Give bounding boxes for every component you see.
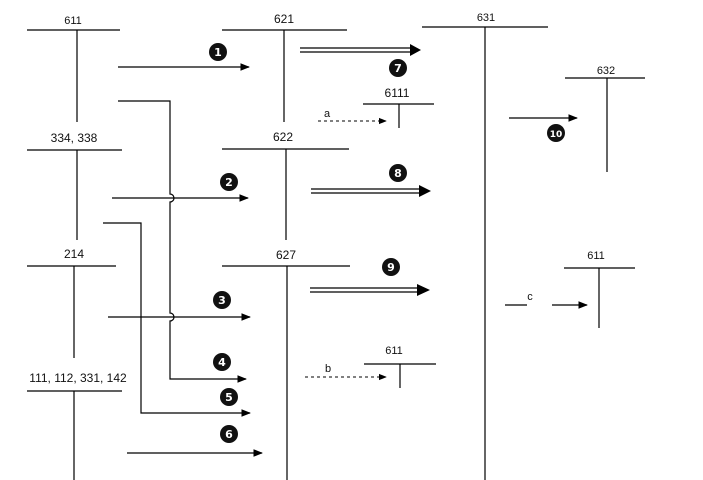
t-account-611-right: 611 <box>564 250 635 328</box>
adjustment-arrows: a b c <box>305 108 588 381</box>
step-badge-6: 6 <box>220 425 238 443</box>
account-label-611-right: 611 <box>587 250 605 262</box>
step-badges: 1 2 3 4 5 6 7 8 <box>209 43 565 443</box>
step-number-9: 9 <box>387 261 395 274</box>
step-badge-10: 10 <box>547 124 565 142</box>
step-number-5: 5 <box>225 391 233 404</box>
t-account-6111: 6111 <box>363 86 434 128</box>
arrow-step-7 <box>300 44 421 56</box>
step-number-1: 1 <box>214 46 222 59</box>
account-label-611-top: 611 <box>64 15 82 27</box>
letter-b: b <box>325 363 331 375</box>
step-badge-2: 2 <box>220 173 238 191</box>
t-account-334-338: 334, 338 <box>27 131 122 240</box>
account-label-611-bottom: 611 <box>385 345 403 357</box>
account-label-632: 632 <box>597 65 615 77</box>
arrow-step-5 <box>103 222 251 417</box>
step-badge-1: 1 <box>209 43 227 61</box>
account-label-334-338: 334, 338 <box>51 131 98 145</box>
arrow-step-8 <box>311 185 431 197</box>
t-account-631: 631 <box>422 12 548 480</box>
t-account-214: 214 <box>27 247 116 358</box>
step-number-8: 8 <box>394 167 402 180</box>
transfer-arrows <box>300 44 578 296</box>
step-badge-9: 9 <box>382 258 400 276</box>
account-label-631: 631 <box>477 12 495 24</box>
t-account-627: 627 <box>222 248 350 480</box>
account-label-6111: 6111 <box>385 86 410 100</box>
step-badge-5: 5 <box>220 388 238 406</box>
t-account-632: 632 <box>565 65 645 172</box>
step-number-10: 10 <box>550 130 563 140</box>
step-badge-7: 7 <box>389 59 407 77</box>
step-number-4: 4 <box>218 356 226 369</box>
t-account-611-top: 611 <box>27 15 120 122</box>
account-label-621: 621 <box>274 12 294 26</box>
step-number-3: 3 <box>218 294 226 307</box>
step-number-6: 6 <box>225 428 233 441</box>
arrow-step-9 <box>310 284 430 296</box>
step-badge-3: 3 <box>213 291 231 309</box>
account-label-622: 622 <box>273 130 293 144</box>
t-account-111-112-331-142: 111, 112, 331, 142 <box>27 371 127 480</box>
letter-c: c <box>527 291 533 303</box>
arrow-step-4 <box>118 100 247 383</box>
letter-a: a <box>324 108 331 120</box>
flow-arrows <box>103 63 263 457</box>
step-badge-4: 4 <box>213 353 231 371</box>
t-account-622: 622 <box>222 130 349 240</box>
step-number-7: 7 <box>394 62 402 75</box>
step-number-2: 2 <box>225 176 233 189</box>
t-account-611-bottom: 611 <box>364 345 436 388</box>
account-label-214: 214 <box>64 247 84 261</box>
account-label-627: 627 <box>276 248 296 262</box>
account-label-111-112-331-142: 111, 112, 331, 142 <box>29 371 127 385</box>
step-badge-8: 8 <box>389 164 407 182</box>
t-account-621: 621 <box>222 12 347 122</box>
